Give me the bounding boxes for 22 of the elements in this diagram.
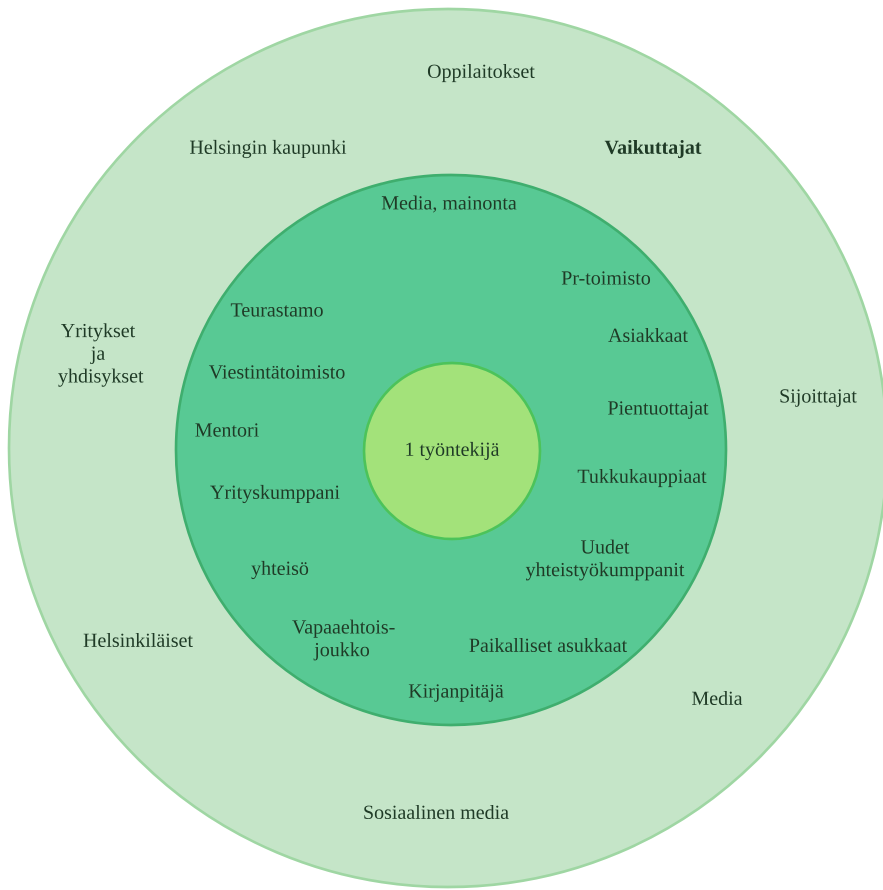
stakeholder-label: Pientuottajat <box>608 401 708 419</box>
stakeholder-label: Vaikuttajat <box>604 140 702 158</box>
stakeholder-label: Mentori <box>195 423 259 437</box>
stakeholder-label: Yrityskumppani <box>210 484 340 504</box>
stakeholder-label: Pr-toimisto <box>562 271 650 285</box>
stakeholder-label: Media, mainonta <box>382 196 516 212</box>
stakeholder-label: Yritykset ja yhdisykset <box>58 323 144 387</box>
stakeholder-label: Kirjanpitäjä <box>408 684 504 702</box>
stakeholder-label: Helsinkiläiset <box>84 632 193 648</box>
stakeholder-label: Viestintätoimisto <box>208 365 345 379</box>
stakeholder-label: Tukkukauppiaat <box>578 468 707 488</box>
stakeholder-label: Vapaaehtois- joukko <box>292 620 395 660</box>
stakeholder-label: Helsingin kaupunki <box>190 140 346 158</box>
stakeholder-label: yhteisö <box>251 560 308 580</box>
stakeholder-label: Media <box>692 690 742 706</box>
stakeholder-label: Sijoittajat <box>780 389 857 407</box>
stakeholder-label: Sosiaalinen media <box>364 804 509 820</box>
stakeholder-label: Teurastamo <box>230 303 323 317</box>
stakeholder-label: Oppilaitokset <box>428 64 535 82</box>
stakeholder-label: Uudet yhteistyökumppanit <box>526 540 684 580</box>
stakeholder-label: Paikalliset asukkaat <box>469 638 628 652</box>
stakeholder-label: Asiakkaat <box>608 328 688 342</box>
